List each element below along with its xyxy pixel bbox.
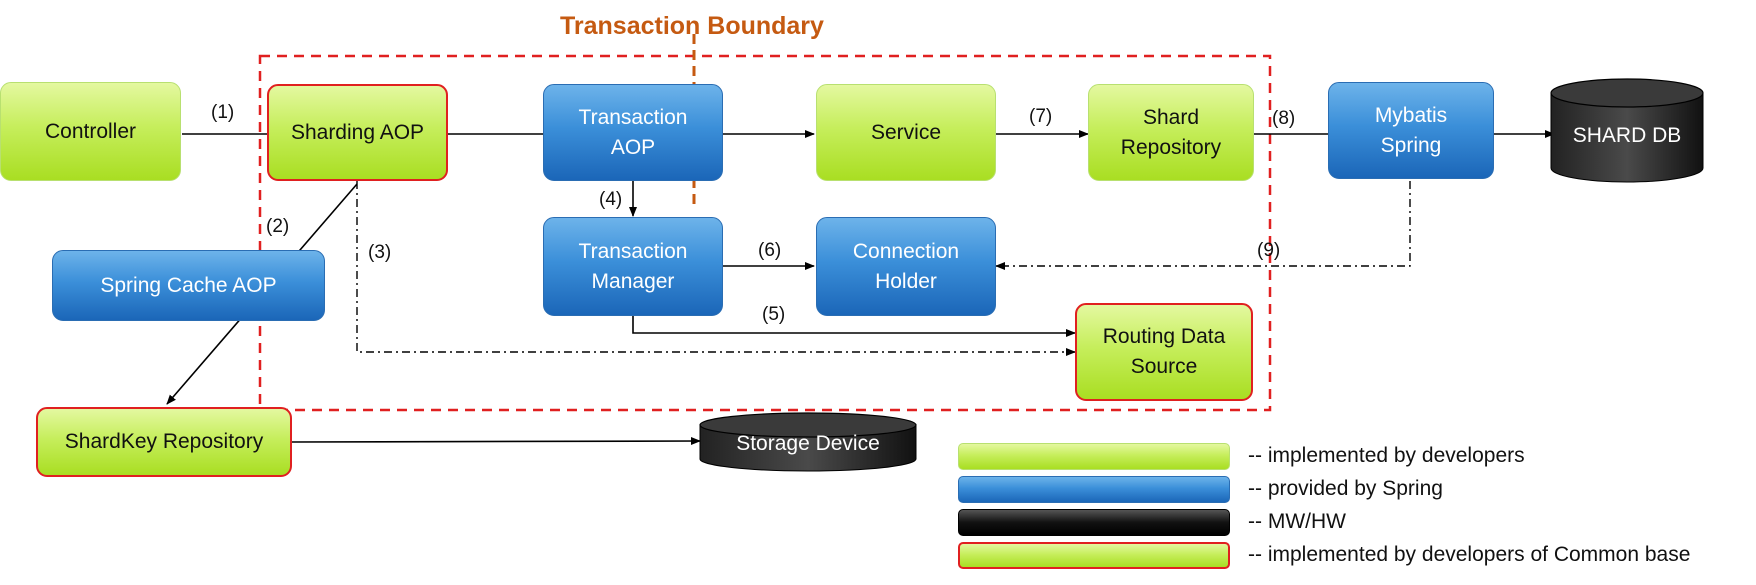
edge-label-5: (5) bbox=[762, 304, 786, 325]
controller-node: Controller bbox=[0, 82, 181, 181]
edge-label-7: (7) bbox=[1029, 106, 1053, 127]
transaction-manager-node: Transaction Manager bbox=[543, 217, 723, 316]
legend-swatch-green bbox=[958, 443, 1230, 470]
legend-swatch-blue bbox=[958, 476, 1230, 503]
mybatis-spring-line-2: Spring bbox=[1380, 133, 1442, 157]
shard-db-label: SHARD DB bbox=[1572, 124, 1682, 147]
edge-label-1: (1) bbox=[211, 102, 235, 123]
edge-label-9: (9) bbox=[1257, 240, 1281, 261]
legend-text-green-red: -- implemented by developers of Common b… bbox=[1248, 543, 1691, 566]
legend-text-green: -- implemented by developers bbox=[1248, 444, 1525, 467]
spring-cache-aop-node: Spring Cache AOP bbox=[52, 250, 325, 321]
edge-3-line bbox=[356, 181, 1076, 356]
edge-label-3: (3) bbox=[368, 242, 392, 263]
shard-repository-line-2: Repository bbox=[1120, 135, 1222, 159]
routing-data-source-node: Routing Data Source bbox=[1075, 303, 1253, 401]
shard-db-cylinder bbox=[1550, 78, 1704, 183]
transaction-manager-line-2: Manager bbox=[591, 269, 675, 293]
edge-label-2: (2) bbox=[266, 216, 290, 237]
legend-text-blue: -- provided by Spring bbox=[1248, 477, 1443, 500]
diagram-title: Transaction Boundary bbox=[560, 12, 824, 40]
transaction-boundary bbox=[258, 54, 1272, 412]
edge-label-4: (4) bbox=[599, 189, 623, 210]
shard-repository-node: Shard Repository bbox=[1088, 84, 1254, 181]
transaction-aop-line-1: Transaction bbox=[578, 105, 688, 129]
shardkey-repository-node: ShardKey Repository bbox=[36, 407, 292, 477]
connection-holder-node: Connection Holder bbox=[816, 217, 996, 316]
connection-holder-line-1: Connection bbox=[852, 239, 960, 263]
connection-holder-line-2: Holder bbox=[875, 269, 937, 293]
edge-5-line bbox=[632, 316, 1076, 337]
storage-device-label: Storage Device bbox=[736, 432, 880, 455]
mybatis-spring-line-1: Mybatis bbox=[1374, 103, 1448, 127]
storage-device-cylinder bbox=[699, 412, 917, 472]
shard-repository-line-1: Shard bbox=[1142, 105, 1200, 129]
routing-data-source-line-2: Source bbox=[1130, 355, 1198, 378]
transaction-manager-line-1: Transaction bbox=[578, 239, 688, 263]
edge-9-line bbox=[995, 181, 1411, 270]
transaction-aop-node: Transaction AOP bbox=[543, 84, 723, 181]
mybatis-spring-node: Mybatis Spring bbox=[1328, 82, 1494, 179]
edge-label-6: (6) bbox=[758, 240, 782, 261]
legend-text-black: -- MW/HW bbox=[1248, 510, 1346, 533]
edge-storage-line bbox=[291, 437, 701, 446]
edge-label-8: (8) bbox=[1272, 108, 1296, 129]
routing-data-source-line-1: Routing Data bbox=[1102, 325, 1226, 348]
transaction-aop-line-2: AOP bbox=[610, 135, 656, 159]
legend-swatch-black bbox=[958, 509, 1230, 536]
legend-swatch-green-red bbox=[958, 542, 1230, 569]
sharding-aop-node: Sharding AOP bbox=[267, 84, 448, 181]
service-node: Service bbox=[816, 84, 996, 181]
